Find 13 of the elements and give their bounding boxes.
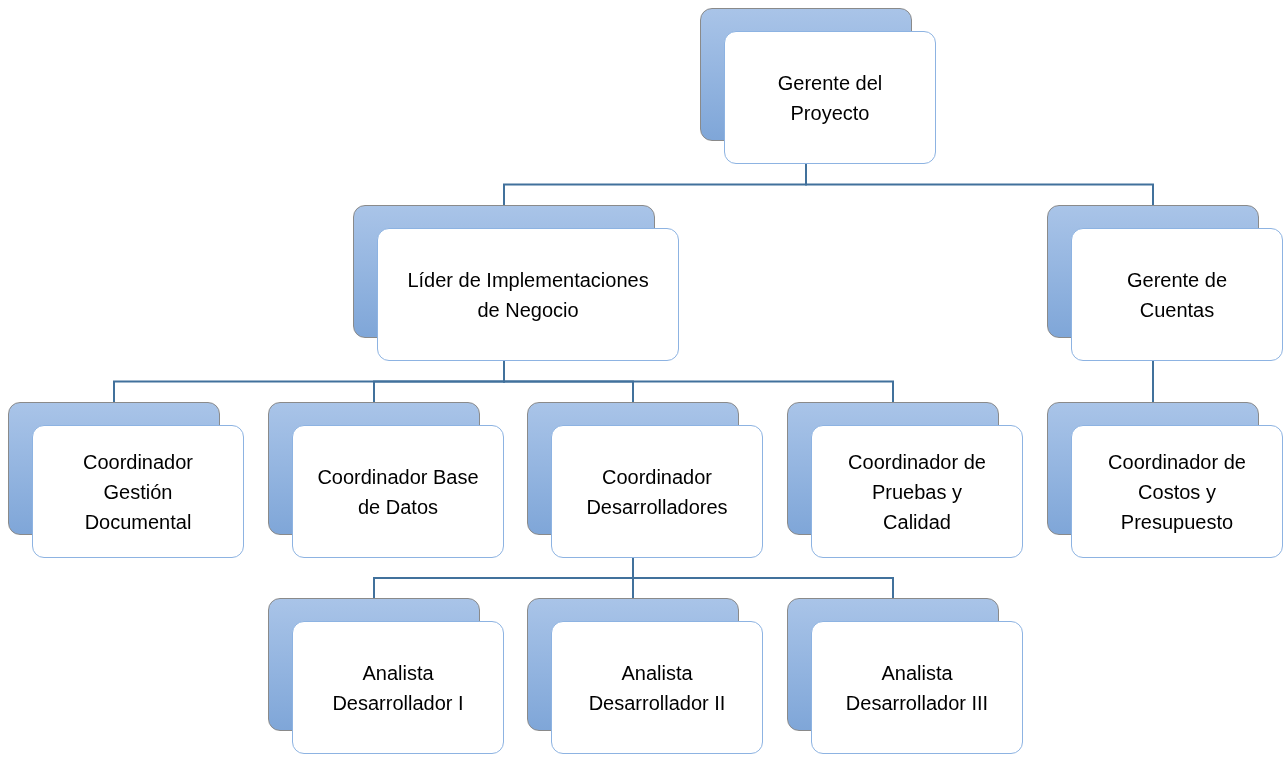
connector-line [1152,360,1154,403]
role-title: Analista Desarrollador I [331,660,465,716]
role-title: Coordinador Gestión Documental [81,449,195,535]
role-title: Gerente del Proyecto [776,70,884,126]
role-title: Líder de Implementaciones de Negocio [406,267,650,323]
role-title: Coordinador de Costos y Presupuesto [1107,449,1247,535]
role-title: Analista Desarrollador III [844,660,990,716]
connector-line [632,557,894,599]
role-title: Coordinador Desarrolladores [585,464,729,520]
role-title: Coordinador de Pruebas y Calidad [847,449,987,535]
role-title: Gerente de Cuentas [1125,267,1229,323]
role-title: Coordinador Base de Datos [317,464,479,520]
role-title: Analista Desarrollador II [587,660,727,716]
